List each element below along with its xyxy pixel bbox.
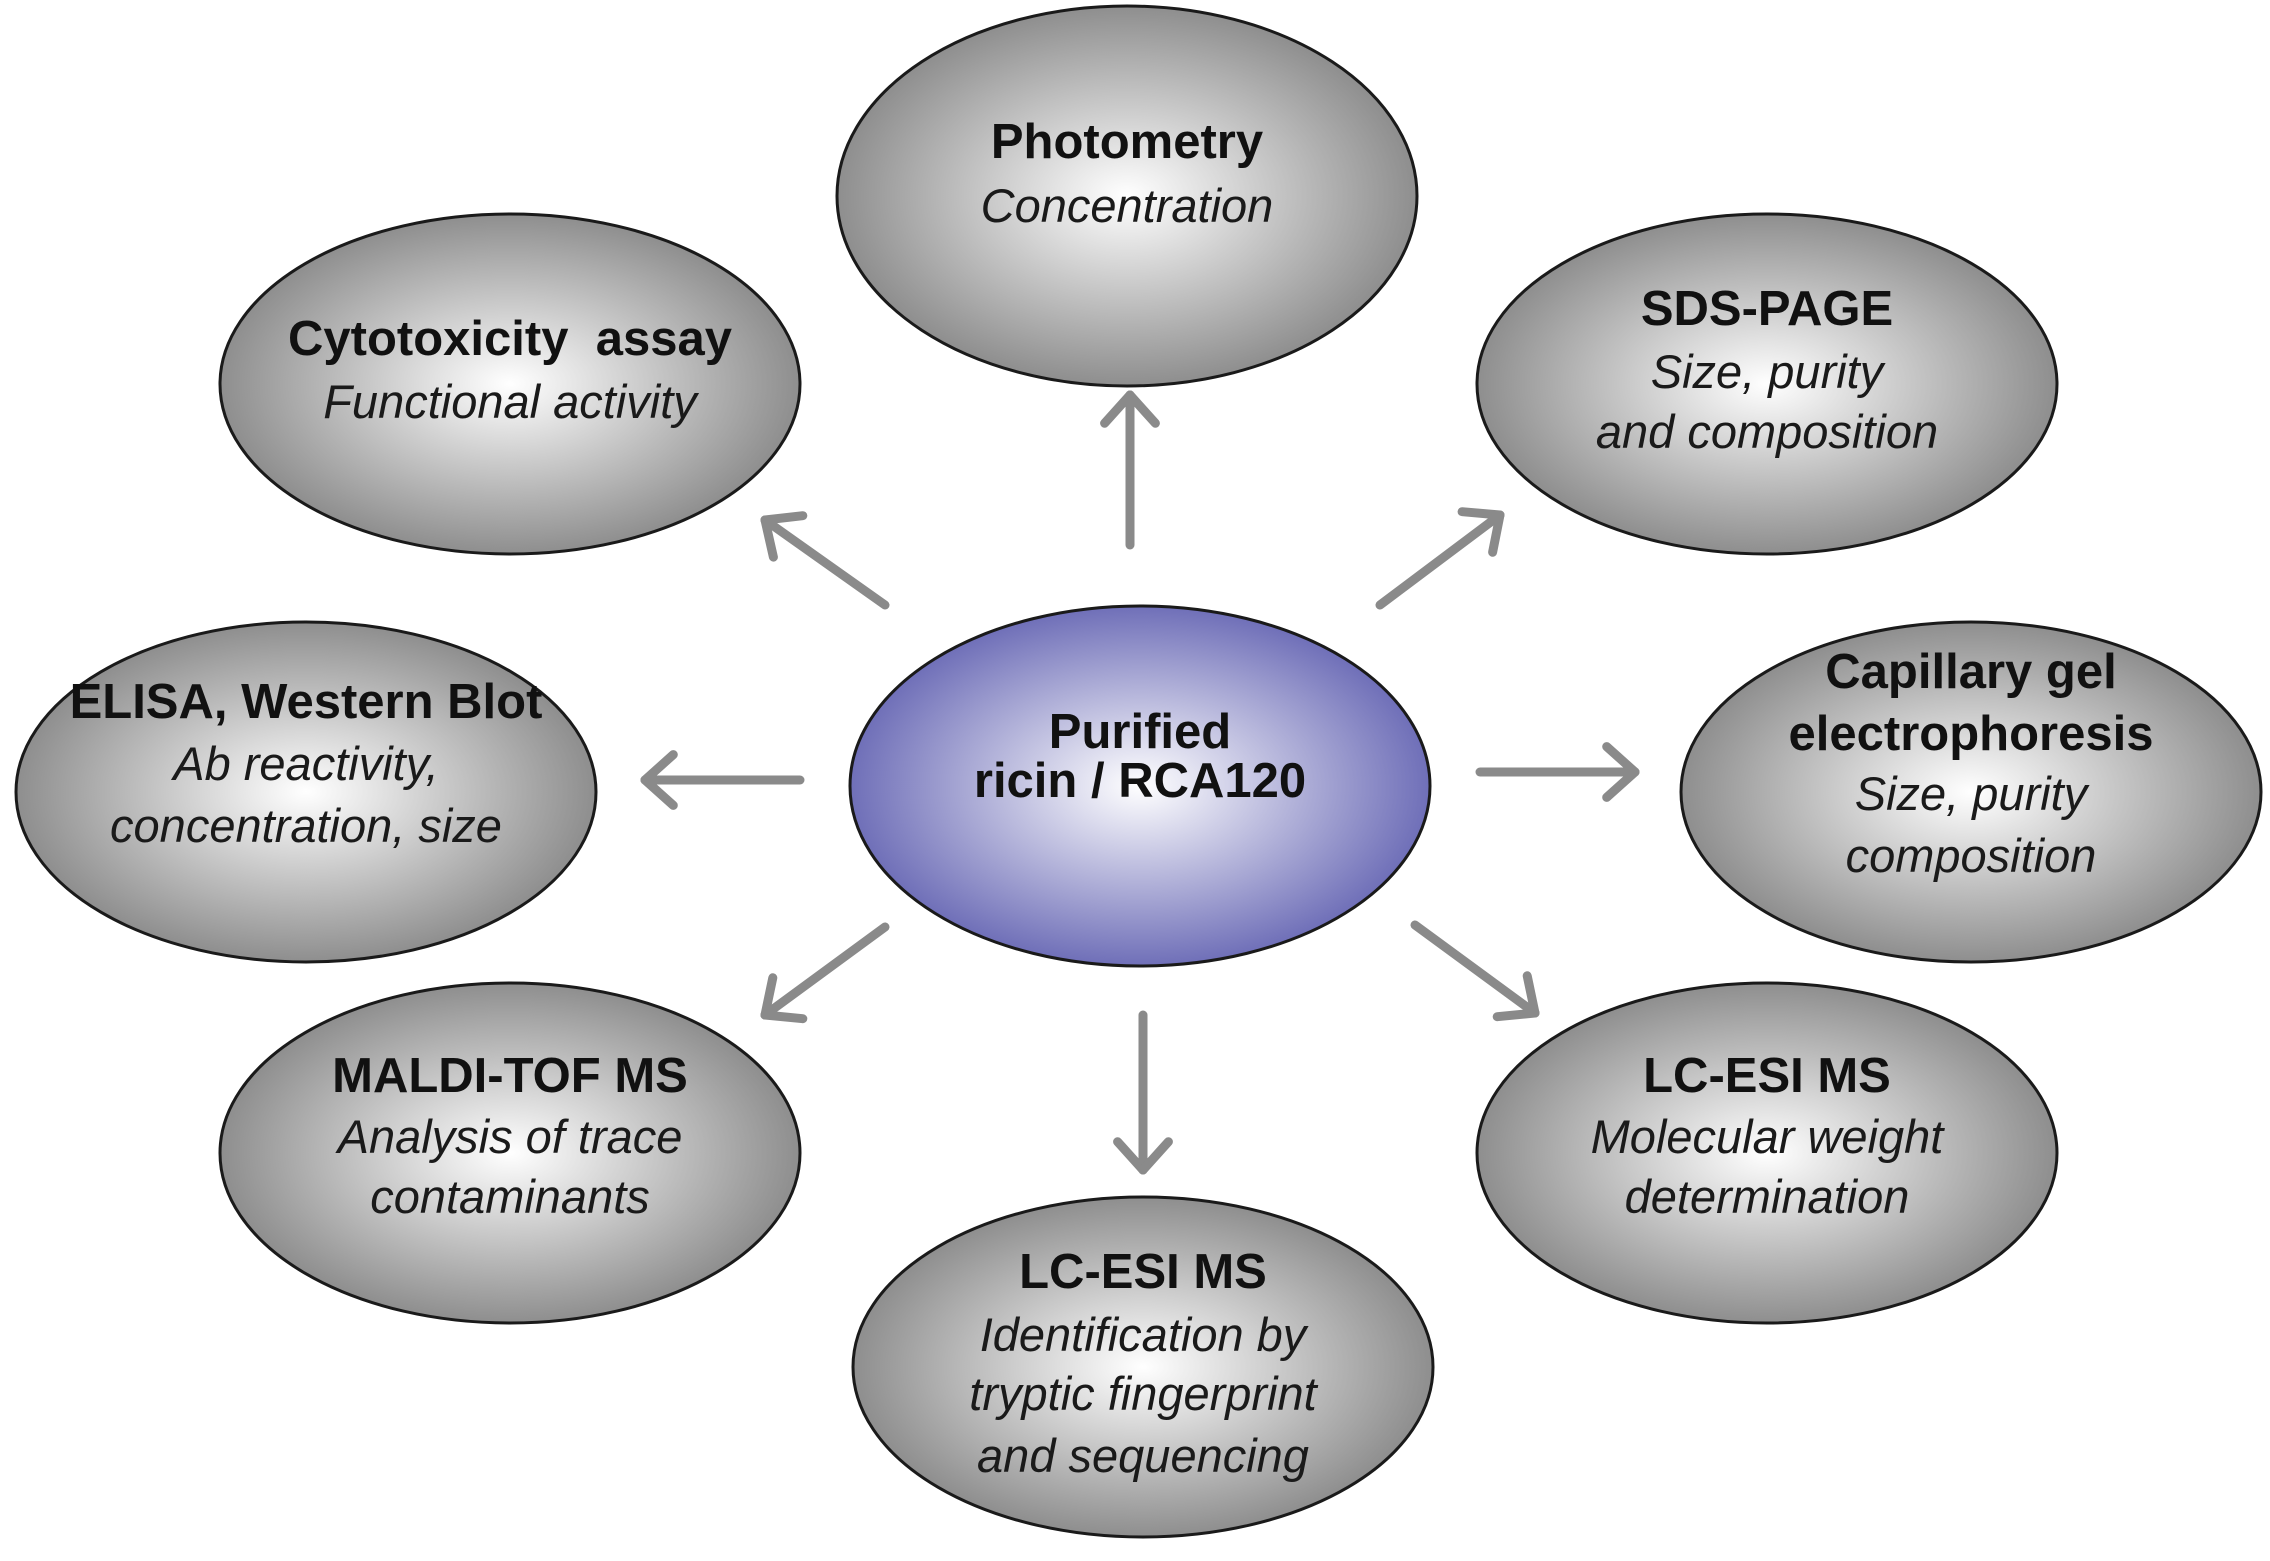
arrow-head-stroke xyxy=(760,515,778,562)
arrow-head-stroke xyxy=(1602,767,1640,802)
arrow-2 xyxy=(1375,507,1505,610)
center-label-line-2: ricin / RCA120 xyxy=(974,754,1306,808)
method-description: Analysis of trace xyxy=(335,1110,683,1163)
arrow-head-stroke xyxy=(1457,507,1505,520)
method-node-5: LC-ESI MS Identification by tryptic finger… xyxy=(851,1195,1435,1539)
arrow-head-stroke xyxy=(1113,1137,1148,1175)
method-node-ellipse xyxy=(835,4,1419,388)
method-description: concentration, size xyxy=(110,799,502,852)
method-title: SDS-PAGE xyxy=(1641,282,1893,336)
method-description: Identification by xyxy=(980,1308,1309,1361)
method-description: Functional activity xyxy=(323,375,699,428)
method-description: Size, purity xyxy=(1855,767,2090,820)
method-node-ellipse xyxy=(14,620,598,964)
arrow-head-stroke xyxy=(1125,390,1160,428)
arrow-head-stroke xyxy=(1602,742,1640,777)
arrow-3 xyxy=(1475,742,1640,802)
arrow-1 xyxy=(1100,390,1160,550)
arrow-head-stroke xyxy=(1100,390,1135,428)
arrow-7 xyxy=(640,750,805,810)
method-description: Ab reactivity, xyxy=(170,737,439,790)
method-description: Concentration xyxy=(981,179,1274,232)
arrow-head-stroke xyxy=(640,775,678,810)
arrow-head-stroke xyxy=(760,511,808,525)
method-description: tryptic fingerprint xyxy=(969,1367,1318,1420)
arrow-head-stroke xyxy=(760,973,778,1020)
arrow-shaft xyxy=(1375,510,1505,610)
method-title: Cytotoxicity assay xyxy=(288,312,732,366)
method-node-7: ELISA, Western Blot Ab reactivity, concent… xyxy=(14,620,598,964)
method-description: and composition xyxy=(1596,405,1938,458)
arrow-head-stroke xyxy=(640,750,678,785)
center-node: Purified ricin / RCA120 xyxy=(848,604,1432,968)
arrow-5 xyxy=(1113,1010,1173,1175)
arrow-4 xyxy=(1410,920,1540,1022)
arrow-6 xyxy=(760,922,890,1024)
arrow-head-stroke xyxy=(760,1010,808,1024)
method-description: contaminants xyxy=(370,1170,650,1223)
arrow-head-stroke xyxy=(1492,1008,1540,1022)
arrow-head-stroke xyxy=(1488,510,1505,557)
arrow-shaft xyxy=(1410,920,1540,1018)
method-node-ellipse xyxy=(1475,212,2059,556)
method-title: MALDI-TOF MS xyxy=(332,1049,688,1103)
method-title: Photometry xyxy=(991,115,1263,169)
method-node-2: SDS-PAGE Size, purity and composition xyxy=(1475,212,2059,556)
method-node-6: MALDI-TOF MS Analysis of trace contaminant… xyxy=(218,981,802,1325)
method-node-ellipse xyxy=(1475,981,2059,1325)
arrow-head-stroke xyxy=(1138,1137,1173,1175)
method-node-ellipse xyxy=(1679,620,2263,964)
method-description: Molecular weight xyxy=(1591,1110,1946,1163)
method-node-4: LC-ESI MS Molecular weight determination xyxy=(1475,981,2059,1325)
method-title: LC-ESI MS xyxy=(1643,1049,1891,1103)
method-description: and sequencing xyxy=(977,1429,1309,1482)
method-title: LC-ESI MS xyxy=(1019,1245,1267,1299)
center-label-line-1: Purified xyxy=(1049,705,1231,759)
arrow-head-stroke xyxy=(1522,971,1540,1018)
method-node-ellipse xyxy=(851,1195,1435,1539)
method-node-ellipse xyxy=(218,981,802,1325)
method-node-ellipse xyxy=(218,212,802,556)
arrow-shaft xyxy=(760,922,890,1020)
arrow-8 xyxy=(760,511,890,610)
method-title: Capillary gel xyxy=(1825,645,2116,699)
method-title: ELISA, Western Blot xyxy=(70,675,543,729)
method-description: Size, purity xyxy=(1651,345,1886,398)
arrows-layer xyxy=(640,390,1640,1175)
method-description: determination xyxy=(1625,1170,1910,1223)
center-ellipse xyxy=(848,604,1432,968)
method-title: electrophoresis xyxy=(1789,707,2154,761)
arrow-shaft xyxy=(760,515,890,610)
method-description: composition xyxy=(1846,829,2097,882)
